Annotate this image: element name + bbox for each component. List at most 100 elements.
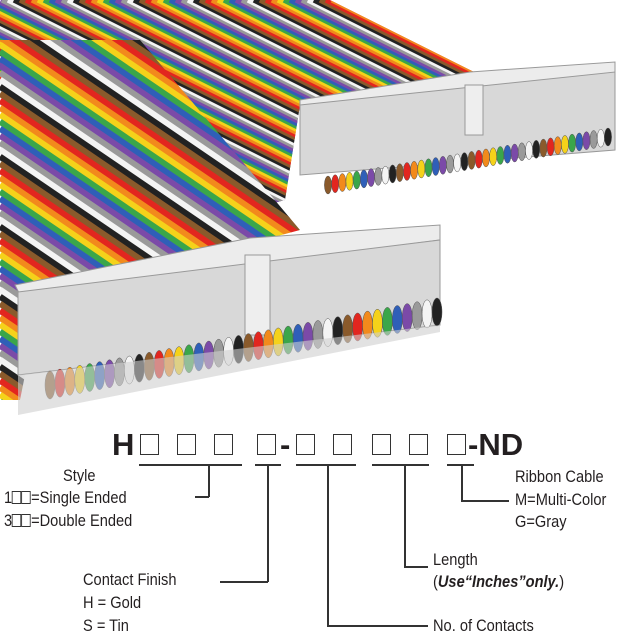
style-leader-line (208, 464, 210, 497)
wire (0, 378, 60, 400)
digit-placeholder-box (12, 491, 22, 504)
length-note-text: Use“Inches”only. (437, 572, 560, 591)
wire-end (575, 132, 584, 152)
wire-end (421, 299, 433, 329)
wire-end (424, 158, 433, 178)
style-code: 1 (4, 488, 13, 507)
wire-end (417, 159, 426, 179)
contacts-title: No. of Contacts (433, 616, 534, 635)
contact-finish-leader-line (220, 581, 268, 583)
length-digit-box (409, 434, 428, 455)
wire-end (367, 168, 375, 187)
digit-placeholder-box (21, 491, 32, 504)
wire (0, 63, 300, 355)
digit-placeholder-box (12, 514, 22, 527)
wire-end (431, 297, 443, 327)
wire-end (381, 165, 390, 185)
wire (0, 40, 300, 313)
wire-end (510, 143, 519, 163)
contact-finish-title: Contact Finish (83, 570, 177, 589)
wire-end (331, 174, 340, 194)
length-title: Length (433, 550, 478, 569)
wire-end (431, 157, 440, 176)
style-digit-box (177, 434, 196, 455)
digit-placeholder-box (21, 514, 32, 527)
wire (0, 98, 300, 390)
wire (0, 40, 300, 292)
wire-end (411, 301, 423, 330)
wire-end (401, 303, 413, 332)
wire (0, 385, 50, 400)
wire-end (410, 160, 419, 180)
paren: ) (559, 572, 565, 591)
wire (0, 49, 300, 341)
wire-end (460, 152, 469, 171)
length-leader-line (372, 464, 429, 466)
wire-end (338, 173, 347, 192)
ribbon-multicolor: M=Multi-Color (515, 490, 607, 509)
wire-end (596, 128, 605, 148)
wire (0, 40, 300, 299)
wire (4, 40, 300, 285)
style-code: 3 (4, 511, 13, 530)
wire (0, 70, 300, 362)
wire-end (517, 142, 526, 162)
wire-end (453, 153, 462, 173)
part-number-suffix: -ND (468, 427, 524, 462)
style-label: =Single Ended (31, 488, 127, 507)
style-option-double: 3 =Double Ended (4, 511, 132, 531)
style-label: =Double Ended (31, 511, 133, 530)
wire-end (395, 163, 404, 182)
contact-finish-box (257, 434, 276, 455)
wire (0, 42, 300, 334)
back-connector (299, 61, 616, 195)
wire-end (604, 127, 612, 147)
wire (14, 40, 300, 278)
wire-end (374, 167, 383, 186)
length-leader-line (404, 566, 428, 568)
style-digit-box (214, 434, 233, 455)
wire-end (392, 305, 403, 334)
wire (0, 409, 17, 420)
ribbon-title: Ribbon Cable (515, 467, 604, 486)
front-connector (14, 224, 443, 415)
style-digit-box (140, 434, 159, 455)
contacts-leader-line (327, 625, 428, 627)
contacts-leader-line (296, 464, 356, 466)
wire-end (503, 144, 512, 164)
style-leader-line (195, 496, 209, 498)
paren: ( (433, 572, 438, 591)
contacts-leader-line (327, 464, 329, 626)
ribbon-gray: G=Gray (515, 512, 567, 531)
wire-end (352, 170, 361, 190)
wire-end (324, 175, 332, 195)
wire (0, 40, 300, 327)
ribbon-box (447, 434, 466, 455)
wire-end (568, 133, 576, 153)
wire-end (446, 154, 454, 174)
wire-end (589, 130, 598, 149)
ribbon-leader-line (447, 464, 474, 466)
contacts-digit-box (333, 434, 352, 455)
wire-end (388, 164, 397, 184)
wire-end (561, 135, 569, 154)
wire-end (403, 162, 411, 181)
wire-end (546, 137, 555, 157)
wire (0, 40, 300, 320)
wire-end (496, 146, 505, 165)
wire-end (345, 172, 354, 191)
length-note: (Use“Inches”only.) (433, 572, 564, 592)
length-digit-box (372, 434, 391, 455)
contacts-digit-box (296, 434, 315, 455)
wire (0, 416, 6, 420)
contact-finish-tin: S = Tin (83, 616, 129, 635)
wire-end (474, 149, 483, 169)
wire-end (360, 169, 368, 189)
wire-end (482, 148, 490, 168)
contact-finish-gold: H = Gold (83, 593, 142, 612)
ribbon-leader-line (461, 500, 509, 502)
wire (0, 56, 300, 348)
style-title: Style (63, 466, 96, 485)
wire-end (439, 156, 447, 175)
